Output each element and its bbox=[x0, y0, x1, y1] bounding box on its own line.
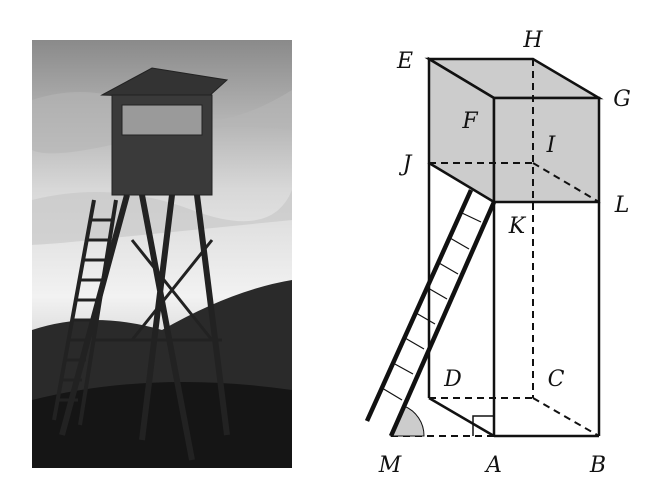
label-F: F bbox=[461, 109, 478, 134]
label-K: K bbox=[508, 214, 527, 239]
tower bbox=[52, 67, 230, 461]
label-H: H bbox=[522, 28, 543, 53]
label-B: B bbox=[589, 453, 606, 478]
label-J: J bbox=[399, 152, 413, 177]
label-A: A bbox=[484, 453, 502, 478]
ladder bbox=[364, 189, 497, 437]
right-angle-marker bbox=[472, 415, 494, 436]
label-I: I bbox=[546, 133, 557, 158]
label-L: L bbox=[614, 193, 630, 218]
label-G: G bbox=[613, 87, 631, 112]
label-M: M bbox=[378, 453, 402, 478]
edge-DA bbox=[428, 396, 495, 438]
watchtower-photo bbox=[32, 40, 292, 468]
label-C: C bbox=[548, 367, 565, 392]
label-E: E bbox=[396, 49, 413, 74]
label-D: D bbox=[443, 367, 462, 392]
